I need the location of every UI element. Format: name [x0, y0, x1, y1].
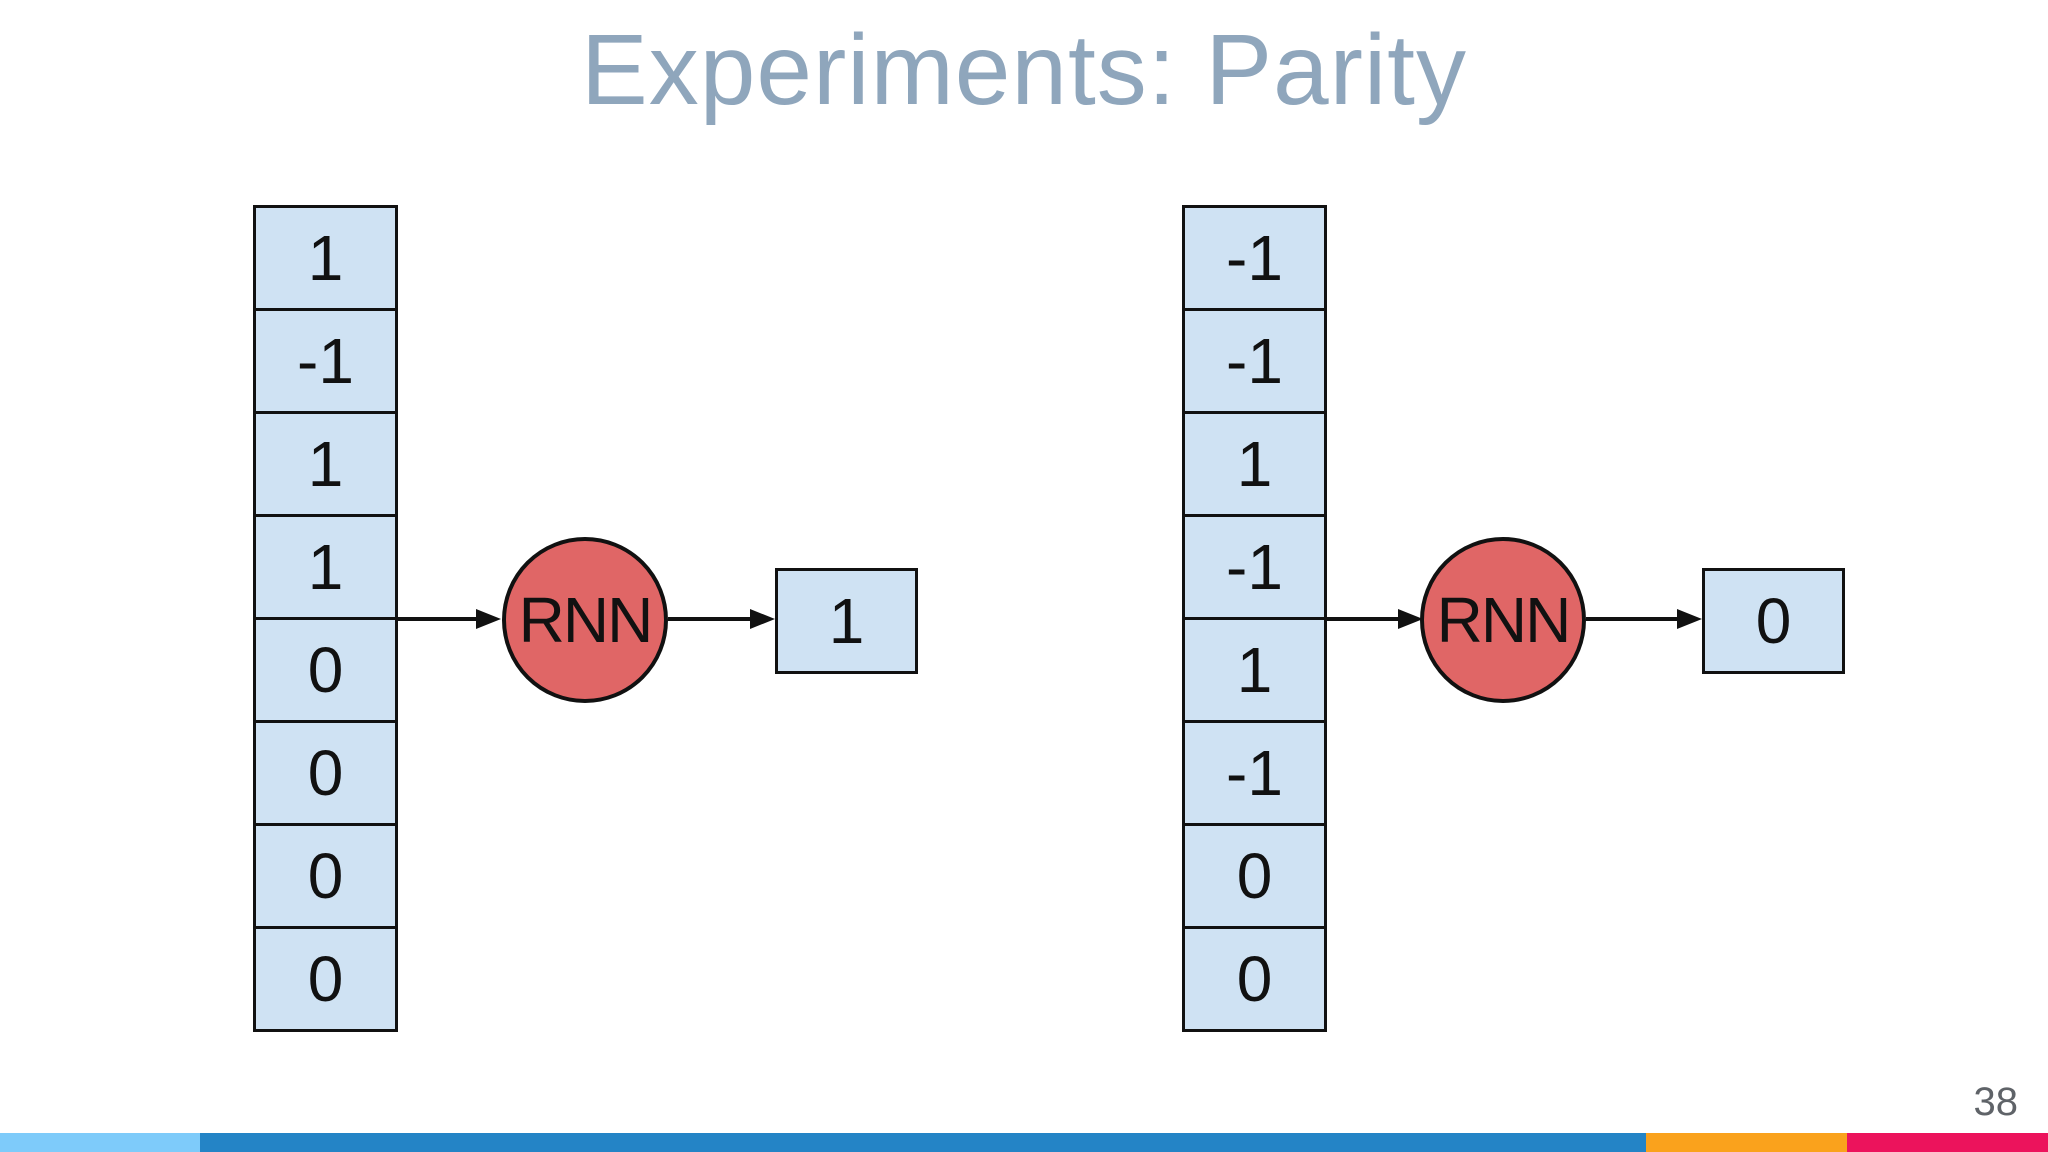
- slide-title: Experiments: Parity: [581, 14, 1467, 126]
- rnn-node-left: RNN: [502, 537, 668, 703]
- input-cell: 1: [256, 514, 395, 617]
- input-cell: 0: [256, 926, 395, 1029]
- input-cell: 0: [256, 617, 395, 720]
- input-cell: 1: [1185, 617, 1324, 720]
- input-cell: -1: [1185, 308, 1324, 411]
- input-cell: 0: [256, 720, 395, 823]
- rnn-node-right: RNN: [1420, 537, 1586, 703]
- footer-color-bar: [0, 1133, 2048, 1152]
- input-cell: -1: [1226, 222, 1283, 294]
- input-cell: -1: [1185, 720, 1324, 823]
- input-cell: 0: [1185, 926, 1324, 1029]
- footer-segment-light-blue: [0, 1133, 200, 1152]
- input-cell: 0: [1185, 823, 1324, 926]
- footer-segment-dark-blue: [200, 1133, 1646, 1152]
- arrow-input-to-rnn-left: [398, 617, 476, 621]
- input-cell: 0: [256, 823, 395, 926]
- footer-segment-pink: [1847, 1133, 2048, 1152]
- input-cell: 1: [307, 222, 344, 294]
- output-box-left: 1: [775, 568, 918, 674]
- input-cell: -1: [1185, 514, 1324, 617]
- footer-segment-orange: [1646, 1133, 1847, 1152]
- input-cell: -1: [256, 308, 395, 411]
- arrow-rnn-to-output-right: [1586, 617, 1677, 621]
- input-cell: 1: [1185, 411, 1324, 514]
- arrow-input-to-rnn-right: [1327, 617, 1398, 621]
- input-cell: 1: [256, 411, 395, 514]
- page-number: 38: [1973, 1080, 2019, 1124]
- arrow-rnn-to-output-left: [668, 617, 750, 621]
- output-box-right: 0: [1702, 568, 1845, 674]
